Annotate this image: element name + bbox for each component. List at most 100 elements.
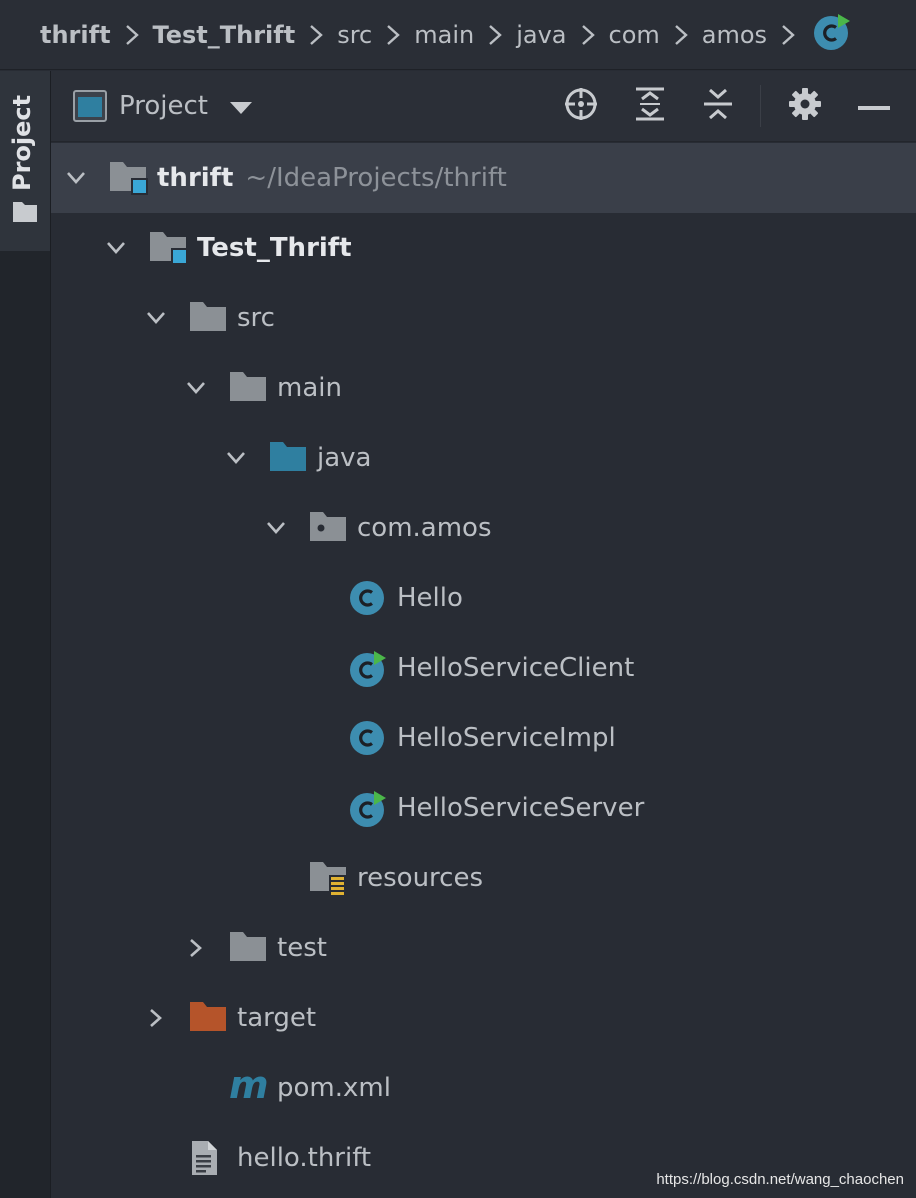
chevron-down-icon[interactable]: [223, 445, 249, 471]
collapse-all-button[interactable]: [700, 88, 736, 124]
tree-node-name: com.amos: [357, 513, 492, 543]
resources-folder-icon: [309, 860, 347, 896]
tree-node-name: HelloServiceImpl: [397, 723, 616, 753]
class-icon: [349, 580, 387, 616]
tree-node-name: Test_Thrift: [197, 233, 352, 263]
tree-node-name: HelloServiceClient: [397, 653, 635, 683]
tree-node[interactable]: test: [51, 913, 916, 983]
runnable-class-icon: [349, 650, 387, 687]
tree-node-name: thrift: [157, 163, 234, 193]
runnable-class-icon: [349, 790, 387, 827]
module-folder-icon: [109, 160, 148, 196]
chevron-down-icon: [229, 91, 252, 121]
svg-text:m: m: [229, 1070, 269, 1104]
tree-node-label: thrift ~/IdeaProjects/thrift: [157, 161, 507, 195]
breadcrumb-item-label: thrift: [40, 20, 111, 49]
tree-node[interactable]: main: [51, 353, 916, 423]
tree-node[interactable]: src: [51, 283, 916, 353]
chevron-right-icon: [571, 23, 605, 47]
tree-node-name: java: [317, 443, 372, 473]
tree-node[interactable]: Test_Thrift: [51, 213, 916, 283]
chevron-down-icon[interactable]: [183, 375, 209, 401]
tree-node[interactable]: Hello: [51, 563, 916, 633]
tree-node-path-hint: ~/IdeaProjects/thrift: [245, 163, 507, 193]
tree-node-label: HelloServiceImpl: [397, 721, 616, 755]
breadcrumb-item[interactable]: com: [609, 21, 660, 49]
class-icon: [349, 720, 387, 756]
tree-node-label: HelloServiceServer: [397, 791, 644, 825]
tree-node[interactable]: java: [51, 423, 916, 493]
folder-icon: [229, 930, 267, 966]
project-tab-label: Project: [8, 94, 36, 191]
breadcrumb-item-label: main: [414, 20, 475, 49]
tree-node[interactable]: target: [51, 983, 916, 1053]
tool-window-strip: Project: [0, 71, 51, 1198]
breadcrumb-item-label: Test_Thrift: [152, 20, 296, 49]
project-view-icon: [73, 90, 107, 126]
tree-node-label: Test_Thrift: [197, 231, 352, 265]
watermark-text: https://blog.csdn.net/wang_chaochen: [656, 1171, 904, 1188]
tree-node-name: resources: [357, 863, 484, 893]
navigation-breadcrumb: thrift Test_Thrift src main java com amos: [0, 0, 916, 70]
breadcrumb-item[interactable]: src: [337, 21, 372, 49]
settings-button[interactable]: [787, 88, 823, 124]
breadcrumb-item-label: java: [516, 20, 567, 49]
maven-icon: m: [229, 1063, 269, 1107]
chevron-right-icon: [771, 23, 805, 47]
tree-node-name: hello.thrift: [237, 1143, 372, 1173]
tree-node[interactable]: HelloServiceServer: [51, 773, 916, 843]
package-icon: [309, 510, 347, 546]
tree-node[interactable]: thrift ~/IdeaProjects/thrift: [51, 143, 916, 213]
tree-node-name: test: [277, 933, 327, 963]
breadcrumb-item[interactable]: main: [414, 21, 474, 49]
minimize-icon: [858, 97, 890, 116]
breadcrumb-item[interactable]: java: [516, 21, 566, 49]
project-tool-window-tab[interactable]: Project: [0, 71, 50, 251]
locate-button[interactable]: [563, 88, 599, 124]
chevron-down-icon[interactable]: [103, 235, 129, 261]
tree-node[interactable]: HelloServiceClient: [51, 633, 916, 703]
tree-node-label: Hello: [397, 581, 463, 615]
tree-node-label: test: [277, 931, 327, 965]
breadcrumb-item-label: com: [608, 20, 660, 49]
chevron-down-icon[interactable]: [63, 165, 89, 191]
project-panel-toolbar: Project: [51, 71, 916, 142]
tree-node[interactable]: HelloServiceImpl: [51, 703, 916, 773]
folder-icon: [189, 300, 227, 336]
chevron-down-icon[interactable]: [143, 305, 169, 331]
runnable-class-icon[interactable]: [813, 13, 851, 57]
tree-node[interactable]: com.amos: [51, 493, 916, 563]
tree-node-label: hello.thrift: [237, 1141, 371, 1175]
expand-all-button[interactable]: [632, 87, 668, 124]
tree-node-label: pom.xml: [277, 1071, 391, 1105]
breadcrumb-item[interactable]: amos: [702, 21, 767, 49]
tree-node-label: src: [237, 301, 275, 335]
hide-panel-button[interactable]: [856, 88, 892, 124]
toolbar-divider: [760, 85, 761, 127]
tree-node-label: java: [317, 441, 371, 475]
chevron-right-icon: [478, 23, 512, 47]
breadcrumb-item[interactable]: Test_Thrift: [153, 21, 296, 49]
tree-node-label: target: [237, 1001, 316, 1035]
breadcrumb-item-label: src: [337, 20, 373, 49]
chevron-right-icon: [299, 23, 333, 47]
tree-node-name: main: [277, 373, 342, 403]
chevron-down-icon[interactable]: [263, 515, 289, 541]
tree-node-label: resources: [357, 861, 483, 895]
chevron-right-icon[interactable]: [183, 935, 209, 961]
tree-node[interactable]: resources: [51, 843, 916, 913]
breadcrumb-item[interactable]: thrift: [40, 21, 111, 49]
view-mode-dropdown[interactable]: Project: [119, 88, 252, 124]
folder-icon: [12, 199, 38, 227]
tree-node-name: HelloServiceServer: [397, 793, 645, 823]
source-folder-icon: [269, 440, 307, 476]
gear-icon: [788, 87, 822, 125]
collapse-all-icon: [702, 86, 734, 126]
text-file-icon: [189, 1140, 227, 1176]
tree-node-label: main: [277, 371, 342, 405]
chevron-right-icon[interactable]: [143, 1005, 169, 1031]
tree-node[interactable]: hello.thrift: [51, 1123, 916, 1193]
breadcrumb-item-label: amos: [701, 20, 768, 49]
chevron-right-icon: [664, 23, 698, 47]
